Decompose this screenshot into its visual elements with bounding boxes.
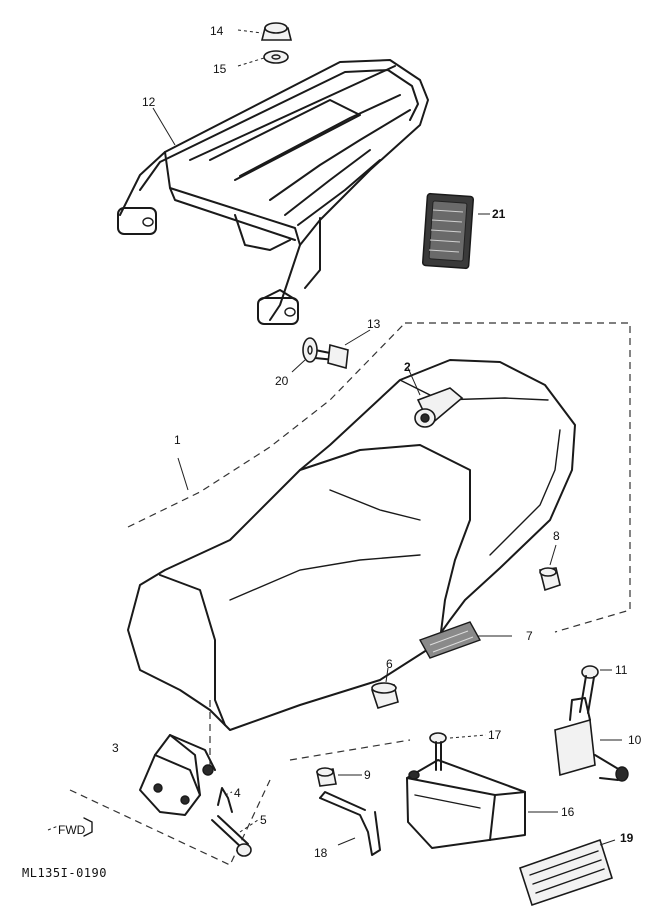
callout-2: 2 <box>404 360 411 374</box>
callout-16: 16 <box>561 805 575 819</box>
carrier-washer <box>302 337 318 363</box>
seat <box>127 359 576 731</box>
storage-tray <box>406 759 526 849</box>
washer <box>263 50 289 64</box>
callout-20: 20 <box>275 374 289 388</box>
callout-11: 11 <box>615 663 628 677</box>
hook-bracket <box>319 791 381 856</box>
hinge-bracket <box>139 734 216 816</box>
callout-3: 3 <box>112 741 119 755</box>
callout-5: 5 <box>260 813 267 827</box>
seat-grommet <box>414 387 464 428</box>
forward-direction-label: FWD <box>58 823 86 837</box>
tray-bolt <box>429 732 447 771</box>
hinge-clip <box>217 787 233 813</box>
cap-nut <box>260 22 293 41</box>
callout-9: 9 <box>364 768 371 782</box>
bracket-damper <box>316 767 337 787</box>
callout-18: 18 <box>314 846 328 860</box>
callout-10: 10 <box>628 733 642 747</box>
callout-7: 7 <box>526 629 533 643</box>
rear-carrier <box>117 59 429 325</box>
reflector <box>421 192 475 270</box>
lock-bolt <box>579 665 599 714</box>
seat-plate <box>418 621 482 659</box>
seat-damper <box>539 567 561 592</box>
callout-8: 8 <box>553 529 560 543</box>
callout-19: 19 <box>620 831 634 845</box>
seat-lock <box>554 697 629 782</box>
callout-17: 17 <box>488 728 502 742</box>
callout-21: 21 <box>492 207 506 221</box>
drawing-code: ML135I-0190 <box>22 866 107 880</box>
caution-label <box>518 838 613 907</box>
bracket-outline <box>69 700 411 866</box>
leader-lines <box>152 29 622 846</box>
forward-direction-mark: FWD <box>47 817 93 837</box>
callout-4: 4 <box>234 786 241 800</box>
hinge-pin <box>211 815 252 857</box>
seat-assembly-outline <box>127 322 631 633</box>
callout-1: 1 <box>174 433 181 447</box>
carrier-bolt <box>314 343 349 370</box>
callout-12: 12 <box>142 95 156 109</box>
callout-14: 14 <box>210 24 224 38</box>
callout-6: 6 <box>386 657 393 671</box>
callout-15: 15 <box>213 62 227 76</box>
callout-13: 13 <box>367 317 381 331</box>
seat-cushion <box>370 682 399 709</box>
